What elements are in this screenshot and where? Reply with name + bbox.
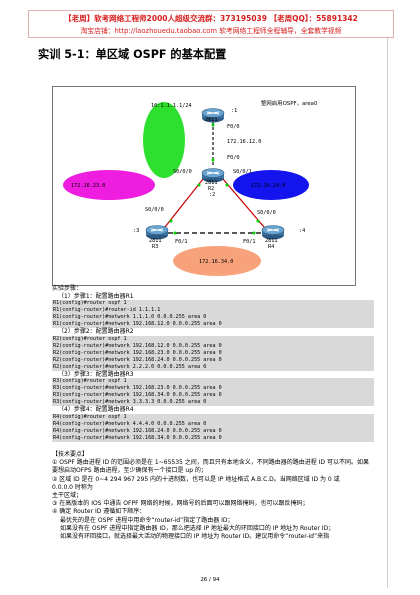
command-line: R1(config)#router ospf 1 [52, 300, 374, 308]
tech-point-3: ③ 在高版本的 IOS 中通告 OFPF 网络的时候，网络号的后面可以跟网络掩码… [52, 500, 309, 508]
command-line: R4(config)#router ospf 1 [52, 413, 374, 421]
r2-interface-s000: S0/0/0 [173, 169, 192, 175]
step-2-heading: （2）步骤2：配置路由器R2 [58, 328, 134, 336]
header-line-2: 淘宝店铺：http://laozhouedu.taobao.com 软考网络工程… [80, 27, 342, 35]
r4-model-label: 2811 [265, 238, 278, 244]
r3-interface-s000: S0/0/0 [145, 207, 164, 213]
step-1-commands: R1(config)#router ospf 1 R1(config-route… [52, 300, 374, 329]
network-34-label: 172.16.34.0 [199, 259, 233, 265]
step-4-commands: R4(config)#router ospf 1 R4(config-route… [52, 413, 374, 442]
command-line: R2(config-router)#network 2.2.2.0 0.0.0.… [52, 363, 374, 371]
network-topology-diagram: 10:1.1.1.1/24 :1 2811 F0/0 172.16.12.0 F… [52, 86, 356, 286]
cloud-orange-34 [173, 246, 261, 276]
link-r2-r4 [222, 178, 265, 228]
page-edge-line [387, 38, 388, 588]
link-r2-r3 [164, 178, 204, 228]
command-line: R4(config-router)#network 4.4.4.0 0.0.0.… [52, 420, 374, 428]
r1-num-label: :1 [231, 108, 237, 114]
network-12-label: 172.16.12.0 [227, 139, 261, 145]
r4-interface-s000: S0/0/0 [257, 210, 276, 216]
command-line: R2(config-router)#network 192.168.12.0 0… [52, 342, 374, 350]
tech-point-2: ② 区域 ID 是在 0~4 294 967 295 内的十进制数，也可以是 I… [52, 475, 340, 483]
step-1-heading: （1）步骤1：配置路由器R1 [58, 292, 134, 300]
cloud-blue-24 [233, 170, 309, 200]
r3-name-label: R3 [152, 244, 158, 250]
step-3-heading: （3）步骤3：配置路由器R3 [58, 370, 134, 378]
r2-num-label: :2 [209, 192, 215, 198]
r2-name-label: R2 [208, 186, 214, 192]
cloud-green-12 [143, 102, 185, 178]
r1-loopback-label: 10:1.1.1.1/24 [151, 103, 192, 109]
command-line: R4(config-router)#network 192.168.24.0 0… [52, 427, 374, 435]
r2-interface-f00: F0/0 [227, 155, 240, 161]
step-3-commands: R3(config)#router ospf 1 R3(config-route… [52, 378, 374, 407]
r1-model-label: 2811 [205, 117, 218, 123]
command-line: R3(config)#router ospf 1 [52, 378, 374, 386]
header-banner: 【老周】软考网络工程师2000人超级交流群：373195039 【老周QQ】：5… [28, 10, 394, 38]
command-line: R2(config)#router ospf 1 [52, 335, 374, 343]
command-line: R1(config-router)#router-id 1.1.1.1 [52, 307, 374, 315]
r3-interface-f01: F0/1 [175, 239, 188, 245]
r3-num-label: :3 [133, 228, 139, 234]
command-line: R3(config-router)#network 192.168.23.0 0… [52, 385, 374, 393]
r4-num-label: :4 [299, 228, 305, 234]
tech-heading: 【技术要点】 [52, 451, 89, 458]
network-23-label: 172.16.23.0 [71, 183, 105, 189]
command-line: R1(config-router)#network 192.168.12.0 0… [52, 321, 374, 329]
page-title: 实训 5-1：单区域 OSPF 的基本配置 [38, 48, 227, 61]
header-line-1: 【老周】软考网络工程师2000人超级交流群：373195039 【老周QQ】：5… [64, 14, 358, 23]
command-line: R2(config-router)#network 192.168.24.0 0… [52, 356, 374, 364]
tech-point-1: ① OSPF 路由进程 ID 的范围必须是在 1~65535 之间，而且只有本地… [52, 459, 369, 467]
tech-point-2-cont: 0.0.0.0 时称为 [52, 483, 93, 491]
tech-point-4b: 如果没有在 OSPF 进程中指定路由器 ID，那么把选择 IP 地址最大的环回接… [60, 524, 335, 532]
command-line: R2(config-router)#network 192.168.23.0 0… [52, 349, 374, 357]
command-line: R3(config-router)#network 192.168.34.0 0… [52, 392, 374, 400]
r4-interface-f01: F0/1 [243, 239, 256, 245]
network-24-label: 172.16.24.0 [251, 183, 285, 189]
step-4-heading: （4）步骤4：配置路由器R4 [58, 406, 134, 414]
r2-model-label: 2811 [205, 180, 218, 186]
technical-points-section: 【技术要点】 ① OSPF 路由进程 ID 的范围必须是在 1~65535 之间… [52, 451, 374, 541]
r4-name-label: R4 [268, 244, 274, 250]
tech-point-4: ④ 确定 Router ID 遵循如下顺序： [52, 508, 146, 516]
command-line: R1(config-router)#network 1.1.1.0 0.0.0.… [52, 314, 374, 322]
steps-section: 实验步骤： （1）步骤1：配置路由器R1 R1(config)#router o… [52, 285, 374, 442]
r1-interface-f00: F0/0 [227, 124, 240, 130]
tech-point-2-cont2: 主干区域； [52, 492, 83, 500]
legend-label: 整网启用OSPF，area0 [261, 99, 318, 107]
tech-point-4c: 如果没有环回接口，就选择最大活动的物理接口的 IP 地址为 Router ID。… [60, 533, 330, 541]
command-line: R4(config-router)#network 192.168.34.0 0… [52, 434, 374, 442]
r2-interface-s001: S0/0/1 [233, 169, 252, 175]
cloud-magenta-23 [63, 170, 155, 200]
command-line: R3(config-router)#network 3.3.3.3 0.0.0.… [52, 399, 374, 407]
steps-intro: 实验步骤： [52, 285, 83, 292]
step-2-commands: R2(config)#router ospf 1 R2(config-route… [52, 335, 374, 371]
tech-point-4a: 最优先的是在 OSPF 进程中用命令“router-id”指定了路由器 ID； [60, 516, 234, 524]
page-number: 26 / 94 [200, 577, 220, 583]
r3-model-label: 2811 [149, 238, 162, 244]
tech-point-1-cont: 要想启动OFPS 路由进程，至少确保有一个接口是 up 的； [52, 467, 207, 475]
